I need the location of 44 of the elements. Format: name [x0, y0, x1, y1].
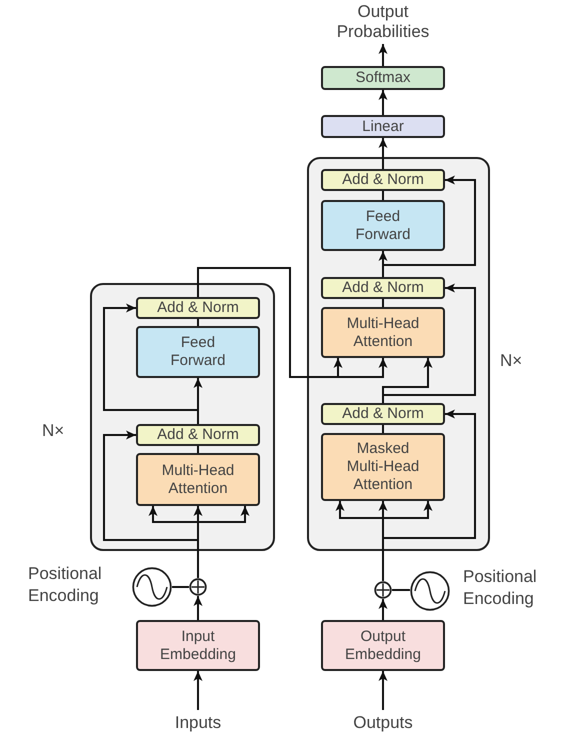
- connector-line: [197, 319, 199, 326]
- arrow: [194, 671, 202, 710]
- encoder-block: [90, 283, 275, 551]
- output-label: Outputs: [338, 710, 428, 736]
- softmax-box: Softmax: [321, 66, 445, 90]
- arrow: [378, 90, 388, 115]
- add-norm-box: Add & Norm: [321, 169, 445, 191]
- positional-encoding-symbol: [410, 571, 450, 611]
- feed-forward-box: Feed Forward: [136, 326, 260, 378]
- add-norm-box: Add & Norm: [321, 277, 445, 299]
- decoder-block: [307, 157, 490, 551]
- embedding-box: Output Embedding: [321, 620, 445, 671]
- input-label: Inputs: [153, 710, 243, 736]
- arrow: [382, 284, 476, 403]
- attention-box: Multi-Head Attention: [136, 453, 260, 506]
- arrow: [378, 599, 388, 620]
- arrow: [378, 671, 388, 710]
- connector-line: [197, 446, 199, 453]
- positional-encoding-label: Positional Encoding: [28, 563, 103, 607]
- add-norm-box: Add & Norm: [136, 297, 260, 319]
- attention-box: Masked Multi-Head Attention: [321, 433, 445, 501]
- arrow: [378, 44, 388, 66]
- arrow: [378, 138, 388, 169]
- arrow: [103, 304, 199, 424]
- stack-count-label: N×: [500, 350, 524, 372]
- positional-encoding-symbol: [132, 567, 172, 607]
- add-norm-box: Add & Norm: [136, 424, 260, 446]
- attention-box: Multi-Head Attention: [321, 307, 445, 358]
- add-symbol: [189, 578, 207, 596]
- connector-line: [382, 425, 384, 433]
- connector-line: [392, 589, 410, 591]
- feed-forward-box: Feed Forward: [321, 200, 445, 251]
- linear-box: Linear: [321, 115, 445, 138]
- arrow: [382, 176, 476, 277]
- add-symbol: [374, 581, 392, 599]
- stack-count-label: N×: [42, 420, 66, 442]
- connector-line: [382, 191, 384, 200]
- connector-line: [382, 299, 384, 307]
- add-norm-box: Add & Norm: [321, 403, 445, 425]
- output-label: Output Probabilities: [310, 0, 456, 44]
- embedding-box: Input Embedding: [136, 620, 260, 671]
- arrow: [194, 596, 202, 620]
- positional-encoding-label: Positional Encoding: [463, 566, 538, 610]
- connector-line: [172, 586, 189, 588]
